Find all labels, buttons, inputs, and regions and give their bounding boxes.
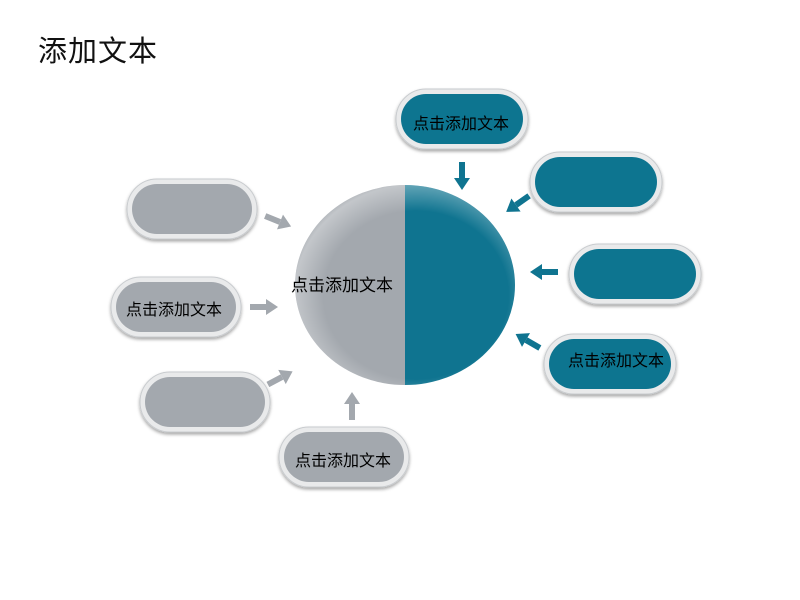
arrow-left-2-icon [250,299,278,315]
arrow-top-icon [454,162,470,190]
arrow-left-1-icon [264,213,292,230]
center-circle-label[interactable]: 点击添加文本 [291,276,393,296]
right-box-3[interactable] [543,333,677,395]
bottom-box-label[interactable]: 点击添加文本 [295,451,391,470]
arrow-right-3-icon [515,333,542,351]
left-box-1[interactable] [126,178,258,240]
center-circle: 点击添加文本 [291,185,515,385]
arrow-right-1-icon [506,193,531,212]
arrow-left-3-icon [266,369,293,388]
top-box[interactable] [395,88,529,150]
slide-title: 添加文本 [38,34,159,68]
right-box-2[interactable] [568,243,702,305]
bottom-box[interactable] [278,426,410,488]
right-box-3-label[interactable]: 点击添加文本 [568,351,664,370]
left-box-3[interactable] [139,371,271,433]
left-box-2[interactable] [110,276,242,338]
arrow-bottom-icon [344,392,360,420]
center-circle-gloss [295,185,515,385]
arrow-right-2-icon [530,264,558,280]
top-box-label[interactable]: 点击添加文本 [413,114,509,133]
right-box-1[interactable] [529,151,663,213]
left-box-2-label[interactable]: 点击添加文本 [126,300,222,319]
